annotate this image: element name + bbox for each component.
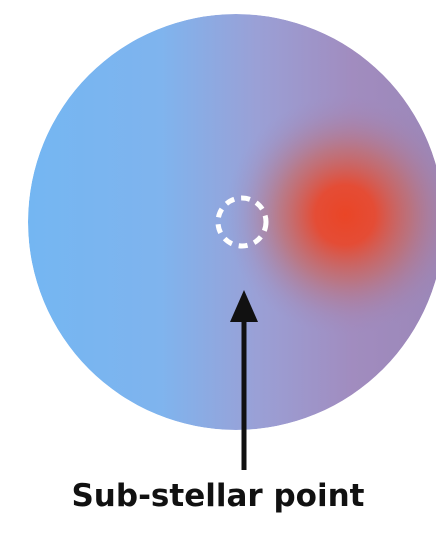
planet-disc bbox=[28, 14, 436, 430]
caption-label: Sub-stellar point bbox=[0, 478, 436, 514]
